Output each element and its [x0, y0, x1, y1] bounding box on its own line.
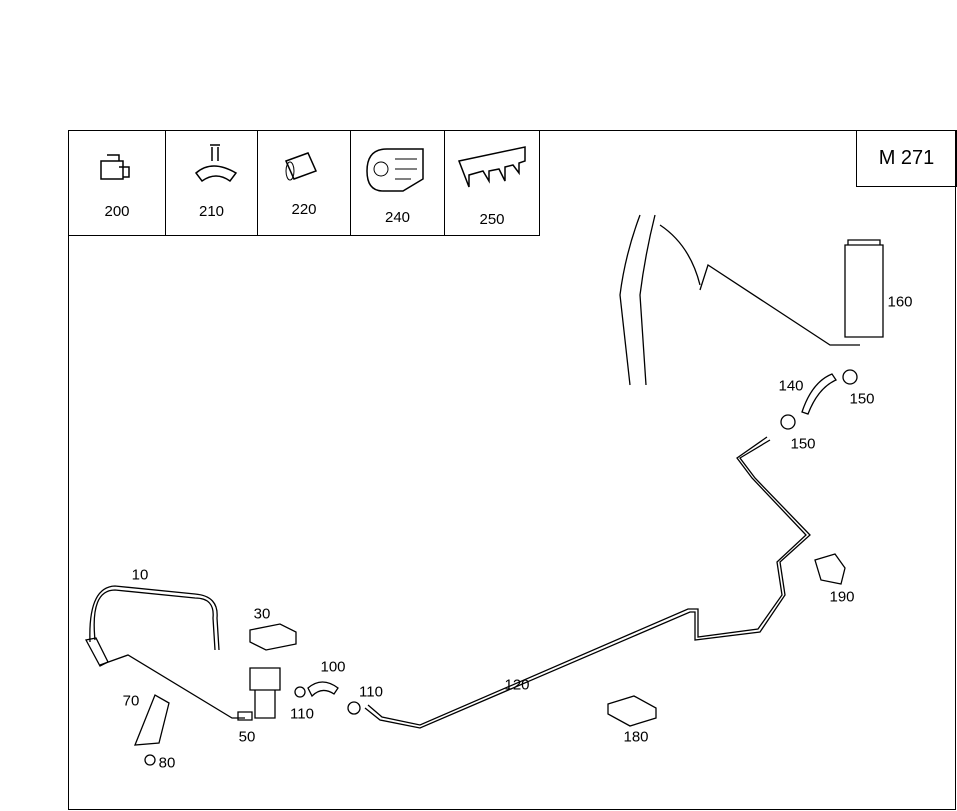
callout-70: 70 [122, 692, 140, 710]
callout-110: 110 [290, 705, 314, 723]
part-number: 200 [104, 203, 130, 220]
hose-10 [89, 585, 220, 651]
callout-110: 110 [359, 683, 383, 701]
clamp-30 [249, 623, 297, 651]
part-number: 240 [384, 209, 411, 226]
washer-80 [144, 754, 156, 766]
fuel-line-120-inner [367, 436, 807, 726]
part-number: 220 [291, 201, 317, 218]
callout-190: 190 [829, 588, 855, 606]
hose-100 [307, 681, 339, 698]
hose-140 [801, 373, 837, 415]
clamp-150 [842, 369, 858, 385]
callout-180: 180 [623, 728, 649, 746]
callout-140: 140 [778, 377, 804, 395]
hose-connector [85, 637, 109, 667]
callout-50: 50 [238, 728, 256, 746]
clamp-150 [780, 414, 796, 430]
clamp-icon [194, 144, 238, 183]
bracket-icon [366, 148, 424, 192]
callout-150: 150 [849, 390, 875, 408]
filler-pipe [619, 214, 701, 386]
callout-30: 30 [253, 605, 271, 623]
clip-190 [814, 553, 846, 585]
callout-10: 10 [131, 566, 149, 584]
callout-100: 100 [320, 658, 346, 676]
part-cell-250[interactable]: 250 [444, 130, 540, 236]
part-number: 250 [479, 211, 505, 228]
hose-sleeve-icon [284, 152, 318, 181]
valve-50 [237, 667, 281, 721]
callout-150: 150 [790, 435, 816, 453]
holder-180 [607, 695, 657, 727]
bracket-70 [134, 694, 170, 746]
canister-160 [844, 239, 884, 338]
clamp-110 [294, 686, 306, 698]
cover-icon [457, 146, 526, 188]
part-number: 210 [198, 203, 225, 220]
fuel-line-120 [364, 439, 811, 729]
callout-120: 120 [504, 676, 530, 694]
clamp-110 [347, 701, 361, 715]
clip-icon [100, 154, 130, 180]
callout-160: 160 [887, 293, 913, 311]
callout-80: 80 [158, 754, 176, 772]
leader-line [699, 263, 860, 346]
